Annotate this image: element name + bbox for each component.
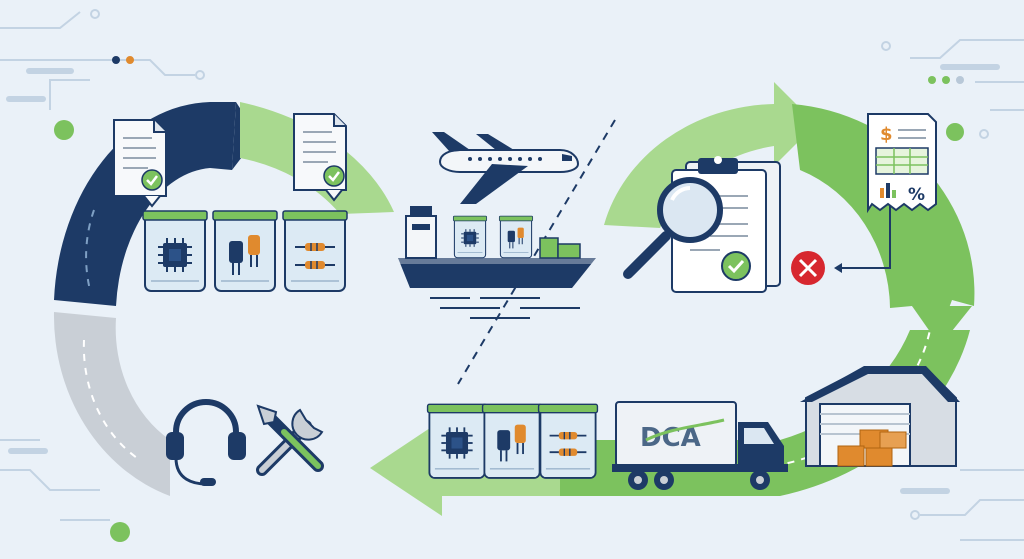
component-bin-icon <box>212 210 278 292</box>
checkmark-icon <box>721 251 751 281</box>
reject-x-icon <box>791 251 825 285</box>
circuit-decoration-bottom-left <box>0 439 110 521</box>
magnifier-icon <box>623 177 723 279</box>
dot-gray-small <box>956 76 964 84</box>
circuit-decoration-top-right <box>881 39 1024 139</box>
dot-green-small <box>928 76 936 84</box>
dot-green-bottom-left <box>110 522 130 542</box>
component-bin-icon <box>452 215 488 259</box>
component-bin-icon <box>142 210 208 292</box>
headset-icon <box>166 399 246 486</box>
component-bin-icon <box>481 403 543 479</box>
component-bin-icon <box>537 403 599 479</box>
component-bin-icon <box>426 403 488 479</box>
tools-icon <box>256 404 324 476</box>
divider-dashed-line <box>457 119 616 385</box>
document-check-icon <box>293 113 347 202</box>
delivery-truck-icon: DCA <box>612 401 788 490</box>
dot-green-small-2 <box>942 76 950 84</box>
invoice-icon: $ % <box>867 113 937 214</box>
airplane-icon <box>432 132 580 204</box>
reject-arrowhead <box>834 263 842 273</box>
dot-navy <box>112 56 120 64</box>
dot-green-left <box>54 120 74 140</box>
dot-green-right <box>946 123 964 141</box>
circuit-decoration-top-left <box>0 9 205 110</box>
component-bin-icon <box>282 210 348 292</box>
reject-connector-arrow <box>838 200 891 269</box>
currency-symbol: $ <box>880 124 893 145</box>
dot-orange <box>126 56 134 64</box>
component-bin-icon <box>498 215 534 259</box>
warehouse-icon <box>800 366 960 467</box>
document-check-icon <box>113 119 167 208</box>
percent-symbol: % <box>908 185 925 205</box>
circuit-decoration-bottom-right <box>900 469 1024 541</box>
cargo-ship-icon <box>398 206 596 319</box>
